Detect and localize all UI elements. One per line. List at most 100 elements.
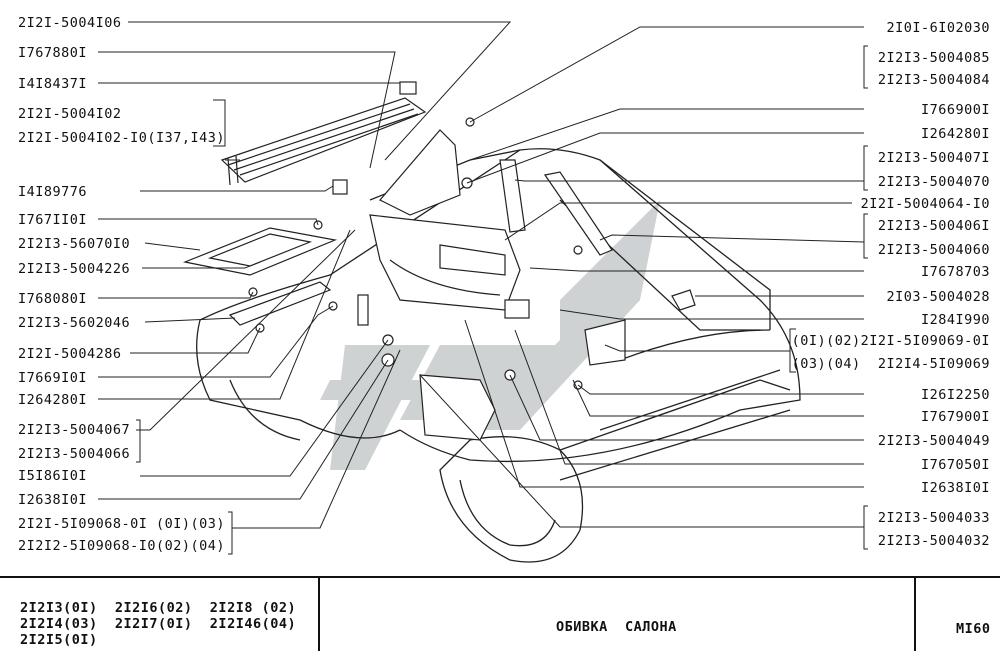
leader-line	[98, 218, 319, 226]
leader-line	[469, 108, 864, 161]
part-label: I768080I	[18, 291, 88, 307]
part-label: 2I2I2-5I09068-I0(02)(04)	[18, 538, 226, 554]
page-number: MI60	[956, 621, 991, 637]
part-label: I7669I0I	[18, 370, 88, 386]
leader-line	[232, 349, 401, 529]
leader-line	[144, 242, 201, 251]
leader-line	[509, 374, 864, 441]
part-label: I767II0I	[18, 212, 88, 228]
part-label: 2I2I-5004I06	[18, 15, 122, 31]
leader-line	[464, 319, 864, 488]
part-label: I7678703	[920, 264, 990, 280]
leader-line	[98, 305, 334, 378]
roof-side-strip	[543, 171, 613, 256]
divider	[318, 578, 320, 651]
leader-line	[140, 339, 389, 477]
part-label: I284I990	[920, 312, 990, 328]
part-label: 2I2I3-5004033	[877, 510, 990, 526]
part-label: I26I2250	[920, 387, 990, 403]
leader-line	[514, 329, 864, 465]
part-label: I767880I	[18, 45, 88, 61]
part-label: I5I86I0I	[18, 468, 88, 484]
leader-line	[128, 21, 512, 161]
leader-line	[98, 51, 396, 169]
part-label: 2I2I-5004286	[18, 346, 122, 362]
small-clip	[399, 81, 417, 95]
part-label: 2I2I3-5004066	[18, 446, 131, 462]
part-label: 2I0I-6I02030	[886, 20, 990, 36]
small-clip-2	[332, 179, 348, 195]
leader-line	[572, 379, 864, 417]
armrest-bracket	[584, 319, 626, 366]
part-label: 2I2I-5I09068-0I (0I)(03)	[18, 516, 226, 532]
leader-line	[469, 26, 864, 123]
part-label: I2638I0I	[18, 492, 88, 508]
leader-line	[136, 229, 356, 431]
group-bracket	[228, 511, 233, 555]
group-bracket	[789, 328, 796, 373]
leader-line	[98, 359, 389, 500]
part-label: (0I)(02)2I2I-5I09069-0I	[791, 333, 990, 349]
part-label: I767050I	[920, 457, 990, 473]
coat-hook	[671, 289, 696, 311]
pillar-trim	[379, 129, 461, 216]
page-title: ОБИВКА САЛОНА	[556, 619, 677, 635]
exploded-view-drawing	[98, 21, 868, 563]
label-brackets	[136, 45, 868, 555]
part-label: 2I2I3-5004067	[18, 422, 131, 438]
part-label: 2I2I3-5004060	[877, 242, 990, 258]
title-block: 2I2I3(0I) 2I2I6(02) 2I2I8 (02) 2I2I4(03)…	[0, 576, 1000, 651]
part-label: I4I8437I	[18, 76, 88, 92]
leader-line	[604, 344, 790, 352]
part-label: 2I2I3-5004085	[877, 50, 990, 66]
leader-line	[142, 261, 261, 269]
group-bracket	[863, 213, 868, 259]
leader-line	[514, 179, 864, 182]
part-label: I264280I	[18, 392, 88, 408]
leader-line	[144, 317, 236, 323]
part-label: 2I2I3-56070I0	[18, 236, 131, 252]
leader-lines	[98, 21, 865, 529]
leader-line	[599, 234, 865, 243]
part-label: 2I2I3-5004226	[18, 261, 131, 277]
part-label: I766900I	[920, 102, 990, 118]
leader-line	[419, 374, 864, 528]
part-label: (03)(04) 2I2I4-5I09069	[791, 356, 990, 372]
part-label: 2I2I-5004064-I0	[860, 196, 990, 212]
small-clip-3	[357, 294, 369, 326]
leader-line	[504, 202, 852, 241]
leader-line	[577, 384, 864, 395]
leader-line	[98, 229, 351, 400]
models-line: 2I2I4(03) 2I2I7(0I) 2I2I46(04)	[20, 616, 297, 632]
part-label: 2I2I3-5004084	[877, 72, 990, 88]
part-label: 2I03-5004028	[886, 289, 990, 305]
leader-line	[130, 327, 261, 354]
part-label: I767900I	[920, 409, 990, 425]
part-label: 2I2I-5004I02	[18, 106, 122, 122]
kick-panel	[419, 374, 496, 441]
part-label: 2I2I3-5004070	[877, 174, 990, 190]
leader-line	[466, 132, 864, 184]
title-cell: ОБИВКА САЛОНА	[320, 578, 914, 651]
parts-diagram: 2I2I-5004I06 I767880I I4I8437I 2I2I-5004…	[18, 15, 990, 563]
leader-line	[559, 309, 864, 320]
screw-7	[573, 245, 583, 255]
models-line: 2I2I3(0I) 2I2I6(02) 2I2I8 (02)	[20, 600, 297, 616]
group-bracket	[863, 145, 868, 191]
part-label: 2I2I3-500406I	[877, 218, 990, 234]
part-label: 2I2I-5004I02-I0(I37,I43)	[18, 130, 226, 146]
page-cell: MI60	[916, 578, 1000, 651]
leader-line	[98, 291, 254, 299]
models-line: 2I2I5(0I)	[20, 632, 98, 648]
part-label: 2I2I3-5602046	[18, 315, 131, 331]
models-cell: 2I2I3(0I) 2I2I6(02) 2I2I8 (02) 2I2I4(03)…	[0, 578, 318, 651]
group-bracket	[213, 99, 226, 147]
part-label: I264280I	[920, 126, 990, 142]
group-bracket	[136, 419, 141, 463]
part-label: 2I2I3-500407I	[877, 150, 990, 166]
part-label: I2638I0I	[920, 480, 990, 496]
leader-line	[529, 267, 864, 272]
b-pillar-strip	[499, 159, 526, 233]
leader-line	[140, 185, 334, 192]
part-label: 2I2I3-5004049	[877, 433, 990, 449]
